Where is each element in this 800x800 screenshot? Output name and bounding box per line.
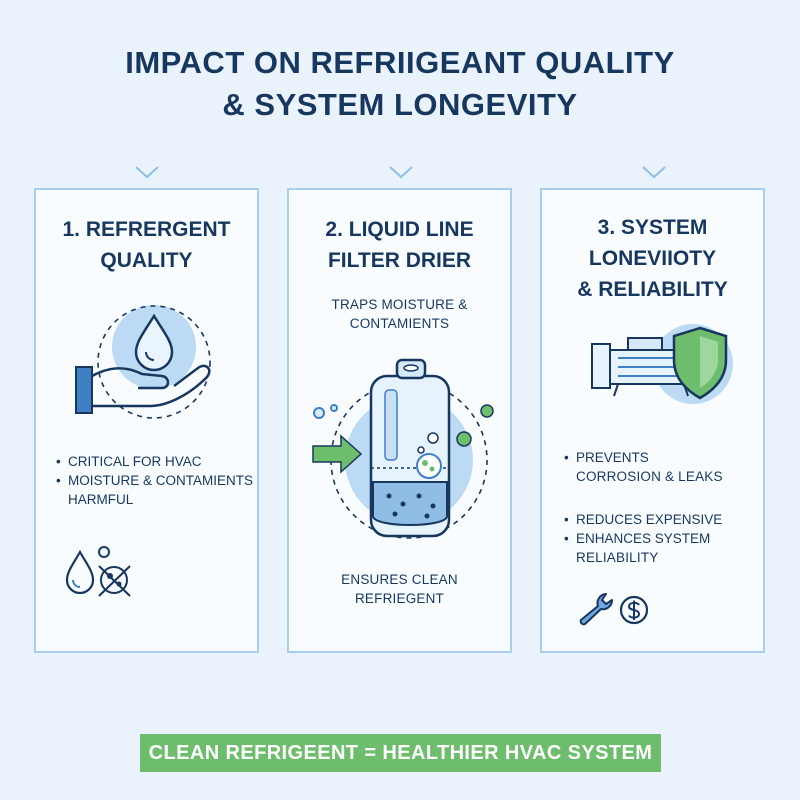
shield-check-icon — [672, 326, 728, 400]
list-item: ENHANCES SYSTEM — [564, 529, 754, 548]
wrench-icon — [579, 593, 614, 626]
bullet-list: CRITICAL FOR HVAC MOISTURE & CONTAMIENTS… — [56, 452, 256, 509]
bullet-continuation: RELIABILITY — [576, 550, 659, 565]
list-item: MOISTURE & CONTAMIENTS HARMFUL — [56, 471, 256, 509]
card-refrigerant-quality: 1. REFRERGENT QUALITY CRITICAL FOR HVAC … — [34, 188, 259, 653]
filter-caption-top: TRAPS MOISTURE & CONTAMIENTS — [289, 295, 510, 333]
dollar-coin-icon — [619, 595, 649, 625]
bullet-continuation: CORROSION & LEAKS — [576, 469, 723, 484]
list-item: CRITICAL FOR HVAC — [56, 452, 256, 471]
chevron-down-icon — [389, 166, 413, 179]
bullet-list: REDUCES EXPENSIVE ENHANCES SYSTEM — [564, 510, 754, 548]
card-title-line3: & RELIABILITY — [577, 278, 728, 301]
list-item: REDUCES EXPENSIVE — [564, 510, 754, 529]
bullet-list: PREVENTS — [564, 448, 754, 467]
caption-line: TRAPS MOISTURE & — [331, 297, 468, 312]
caption-line: ENSURES CLEAN — [341, 572, 458, 587]
chevron-down-icon — [135, 166, 159, 179]
crossed-contaminant-icon — [98, 546, 131, 597]
filter-caption-bottom: ENSURES CLEAN REFRIEGENT — [289, 570, 510, 608]
page-title: IMPACT ON REFRIIGEANT QUALITY & SYSTEM L… — [0, 42, 800, 126]
page-title-line2: & SYSTEM LONGEVITY — [222, 87, 578, 122]
card-title-line2: QUALITY — [100, 249, 193, 272]
caption-line: CONTAMIENTS — [349, 316, 450, 331]
water-drop-icon — [65, 549, 95, 594]
compressor-icon — [591, 324, 733, 404]
card-title-line1: 3. SYSTEM — [597, 216, 708, 239]
card-title-line1: 2. LIQUID LINE — [325, 218, 474, 241]
card-system-longevity: 3. SYSTEM LONEVIIOTY & RELIABILITY PREVE… — [540, 188, 765, 653]
card-filter-drier: 2. LIQUID LINE FILTER DRIER TRAPS MOISTU… — [287, 188, 512, 653]
card-title-line1: 1. REFRERGENT — [62, 218, 231, 241]
card-title: 1. REFRERGENT QUALITY — [36, 214, 257, 276]
summary-banner: CLEAN REFRIGEENT = HEALTHIER HVAC SYSTEM — [140, 734, 661, 772]
card-title: 3. SYSTEM LONEVIIOTY & RELIABILITY — [542, 212, 763, 305]
flow-arrow-icon — [312, 434, 363, 474]
drop-in-hand-icon — [75, 305, 211, 419]
list-item: PREVENTS — [564, 448, 754, 467]
card-title: 2. LIQUID LINE FILTER DRIER — [289, 214, 510, 276]
caption-line: REFRIEGENT — [354, 591, 444, 606]
page-title-line1: IMPACT ON REFRIIGEANT QUALITY — [125, 45, 675, 80]
card-title-line2: LONEVIIOTY — [588, 247, 717, 270]
filter-drier-icon — [312, 358, 494, 539]
card-title-line2: FILTER DRIER — [327, 249, 472, 272]
chevron-down-icon — [642, 166, 666, 179]
